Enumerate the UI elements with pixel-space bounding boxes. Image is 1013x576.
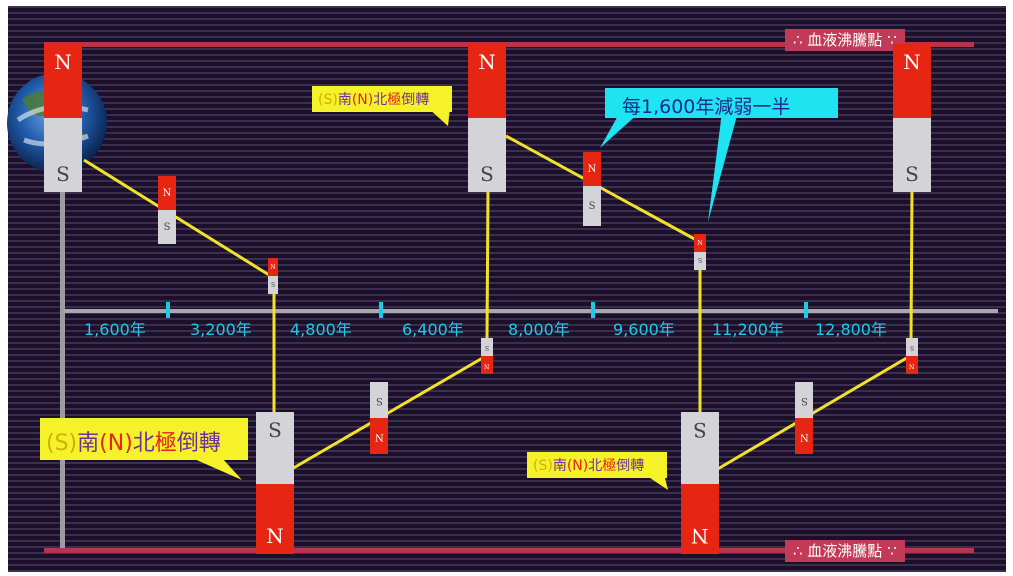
top-caption: ∴ 血液沸騰點 ∵: [785, 29, 905, 51]
pole-north: N: [158, 176, 176, 210]
bar-magnet-icon: N S: [44, 44, 82, 192]
pole-north: N: [256, 484, 294, 554]
callout-north: 北: [133, 431, 155, 456]
pole-south-label: S: [376, 395, 383, 406]
callout-south: 南: [553, 458, 567, 474]
pole-south: S: [583, 186, 601, 226]
pole-south: S: [694, 252, 706, 270]
pole-north: N: [44, 44, 82, 118]
tick-label: 8,000年: [508, 316, 570, 340]
tick-mark: [804, 302, 808, 318]
pole-south: S: [256, 412, 294, 484]
tick-mark: [379, 302, 383, 318]
tick-label: 3,200年: [190, 316, 252, 340]
callout-n: (N): [99, 431, 133, 456]
tick-label: 12,800年: [815, 316, 887, 340]
callout-rev: 倒轉: [177, 431, 221, 456]
tick-label: 9,600年: [613, 316, 675, 340]
pole-north: N: [681, 484, 719, 554]
bar-magnet-icon: N S: [583, 152, 601, 226]
pole-south-label: S: [801, 395, 808, 406]
bar-magnet-icon: S N: [370, 382, 388, 454]
bar-magnet-icon: S N: [681, 412, 719, 554]
pole-south: S: [468, 118, 506, 192]
tick-mark: [166, 302, 170, 318]
bar-magnet-icon: N S: [268, 258, 278, 294]
pole-north: N: [468, 44, 506, 118]
pole-south: S: [370, 382, 388, 418]
bar-magnet-icon: S N: [795, 382, 813, 454]
callout-south: 南: [338, 92, 352, 108]
vertical-axis: [60, 150, 65, 548]
callout-reversal-small: (S)南(N)北極倒轉: [533, 455, 644, 475]
pole-north: N: [893, 44, 931, 118]
callout-s: (S): [318, 92, 338, 108]
callout-reversal-small: (S)南(N)北極倒轉: [318, 89, 429, 109]
callout-rev: 倒轉: [401, 92, 429, 108]
pole-north: N: [694, 234, 706, 252]
callout-north: 北: [588, 458, 602, 474]
callout-n: (N): [352, 92, 373, 108]
pole-south-label: S: [693, 418, 707, 442]
pole-north: N: [583, 152, 601, 186]
callout-south: 南: [77, 431, 99, 456]
callout-pole: 極: [602, 458, 616, 474]
pole-north-label: N: [691, 524, 709, 548]
callout-s: (S): [533, 458, 553, 474]
callout-rev: 倒轉: [616, 458, 644, 474]
bar-magnet-icon: S N: [906, 338, 918, 374]
bar-magnet-icon: S N: [481, 338, 493, 374]
tick-label: 11,200年: [712, 316, 784, 340]
callout-north: 北: [373, 92, 387, 108]
callout-pole: 極: [387, 92, 401, 108]
callout-s: (S): [46, 431, 77, 456]
pole-south: S: [795, 382, 813, 418]
timeline-axis: [64, 309, 998, 313]
pole-north: N: [481, 356, 493, 374]
pole-south-label: S: [485, 344, 489, 351]
callout-pole: 極: [155, 431, 177, 456]
pole-north-label: N: [909, 362, 914, 369]
pole-south: S: [681, 412, 719, 484]
pole-north: N: [370, 418, 388, 454]
pole-south-label: S: [910, 344, 914, 351]
tick-label: 6,400年: [402, 316, 464, 340]
pole-north: N: [906, 356, 918, 374]
callout-reversal-large: (S)南(N)北極倒轉: [46, 425, 221, 457]
bar-magnet-icon: S N: [256, 412, 294, 554]
pole-south: S: [906, 338, 918, 356]
pole-north-label: N: [484, 362, 489, 369]
pole-south: S: [44, 118, 82, 192]
bar-magnet-icon: N S: [468, 44, 506, 192]
callout-n: (N): [567, 458, 588, 474]
pole-north: N: [795, 418, 813, 454]
tick-label: 4,800年: [290, 316, 352, 340]
pole-north: N: [268, 258, 278, 276]
pole-south: S: [158, 210, 176, 244]
bottom-caption: ∴ 血液沸騰點 ∵: [785, 540, 905, 562]
pole-south: S: [268, 276, 278, 294]
bar-magnet-icon: N S: [158, 176, 176, 244]
tick-mark: [591, 302, 595, 318]
pole-south: S: [481, 338, 493, 356]
bar-magnet-icon: N S: [893, 44, 931, 192]
callout-halving: 每1,600年減弱一半: [622, 92, 790, 119]
tick-label: 1,600年: [84, 316, 146, 340]
pole-north-label: N: [800, 431, 809, 442]
pole-north-label: N: [375, 431, 384, 442]
striped-background: [8, 6, 1006, 572]
pole-south: S: [893, 118, 931, 192]
bar-magnet-icon: N S: [694, 234, 706, 270]
